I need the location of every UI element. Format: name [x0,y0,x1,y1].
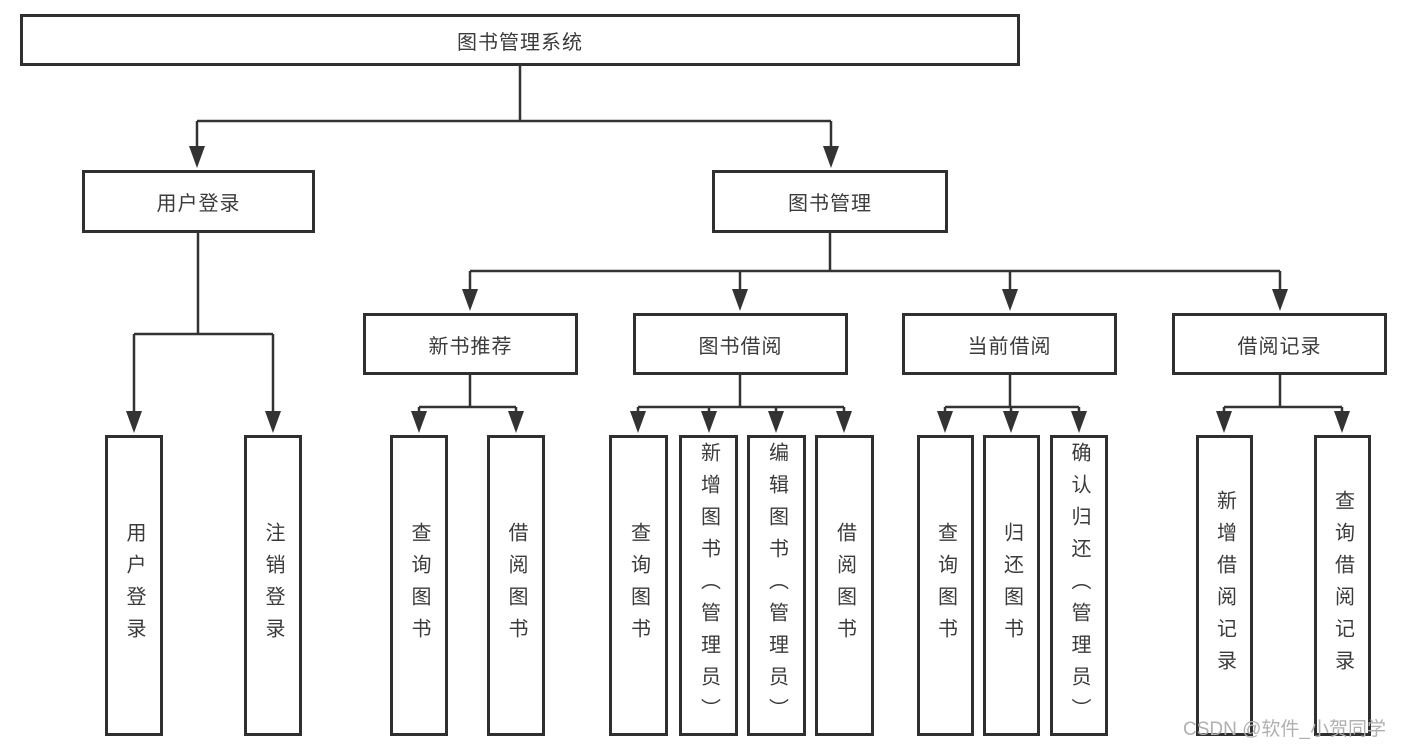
leaf-query-books-borrowing-label: 查询图书 [627,521,650,650]
leaf-user-login: 用户登录 [105,435,163,736]
node-book-management: 图书管理 [712,170,948,233]
leaf-edit-book-admin-label: 编辑图书（管理员） [765,441,788,730]
leaf-add-book-admin-label: 新增图书（管理员） [697,441,720,730]
node-root: 图书管理系统 [20,14,1020,66]
csdn-watermark: CSDN @软件_小贺同学 [1183,719,1386,740]
leaf-confirm-return-admin: 确认归还（管理员） [1050,435,1108,736]
leaf-logout-label: 注销登录 [262,521,284,650]
leaf-edit-book-admin: 编辑图书（管理员） [747,435,806,736]
leaf-borrow-books-recommend-label: 借阅图书 [505,521,527,650]
node-borrow-records-label: 借阅记录 [1237,335,1322,358]
node-current-borrowing-label: 当前借阅 [967,335,1052,358]
leaf-add-book-admin: 新增图书（管理员） [679,435,738,736]
leaf-user-login-label: 用户登录 [123,521,145,650]
node-book-borrowing-label: 图书借阅 [698,335,783,358]
leaf-query-books-current-label: 查询图书 [934,521,957,650]
leaf-query-borrow-record: 查询借阅记录 [1314,435,1371,736]
leaf-borrow-books-borrowing: 借阅图书 [815,435,874,736]
node-borrow-records: 借阅记录 [1172,313,1387,375]
leaf-query-books-borrowing: 查询图书 [609,435,668,736]
node-book-borrowing: 图书借阅 [633,313,848,375]
leaf-query-books-recommend-label: 查询图书 [408,521,430,650]
leaf-query-borrow-record-label: 查询借阅记录 [1331,489,1354,682]
leaf-add-borrow-record: 新增借阅记录 [1196,435,1253,736]
leaf-query-books-recommend: 查询图书 [390,435,448,736]
node-root-label: 图书管理系统 [457,31,583,54]
node-new-book-recommend: 新书推荐 [363,313,578,375]
leaf-return-book-label: 归还图书 [1000,521,1023,650]
node-book-management-label: 图书管理 [788,193,872,215]
leaf-confirm-return-admin-label: 确认归还（管理员） [1068,441,1090,730]
node-current-borrowing: 当前借阅 [902,313,1117,375]
leaf-borrow-books-borrowing-label: 借阅图书 [833,521,856,650]
node-user-login: 用户登录 [82,170,315,233]
leaf-logout: 注销登录 [244,435,302,736]
node-user-login-label: 用户登录 [156,193,241,215]
leaf-borrow-books-recommend: 借阅图书 [487,435,545,736]
leaf-add-borrow-record-label: 新增借阅记录 [1213,489,1236,682]
leaf-return-book: 归还图书 [983,435,1040,736]
node-new-book-recommend-label: 新书推荐 [428,335,513,358]
leaf-query-books-current: 查询图书 [917,435,974,736]
